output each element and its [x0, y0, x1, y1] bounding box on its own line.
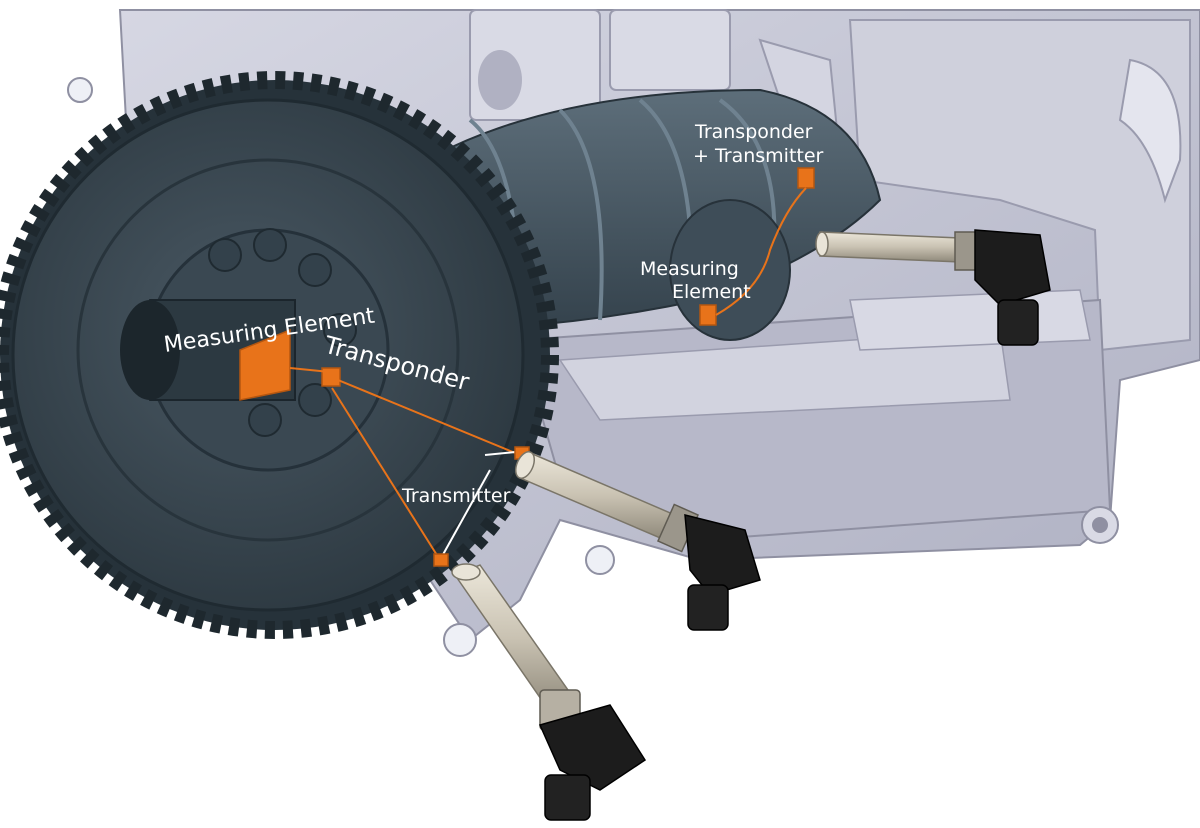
- pistons: [469, 9, 1182, 204]
- measuring-element-flywheel-patch: [239, 328, 291, 401]
- label-transmitter-shaft: + Transmitter: [693, 145, 824, 167]
- label-transmitter-flywheel: Transmitter: [401, 485, 511, 507]
- label-element-shaft: Element: [672, 281, 751, 303]
- sensor-probe-lower: [451, 563, 647, 821]
- sensor-probe-middle: [514, 450, 761, 631]
- telemetry-wiring: [239, 167, 815, 567]
- sensor-probe-upper-right: [815, 229, 1051, 346]
- label-transponder-shaft: Transponder: [694, 121, 813, 143]
- label-measuring-shaft: Measuring: [640, 258, 739, 280]
- measuring-element-shaft-patch: [699, 304, 717, 326]
- transponder-transmitter-box: [797, 167, 815, 189]
